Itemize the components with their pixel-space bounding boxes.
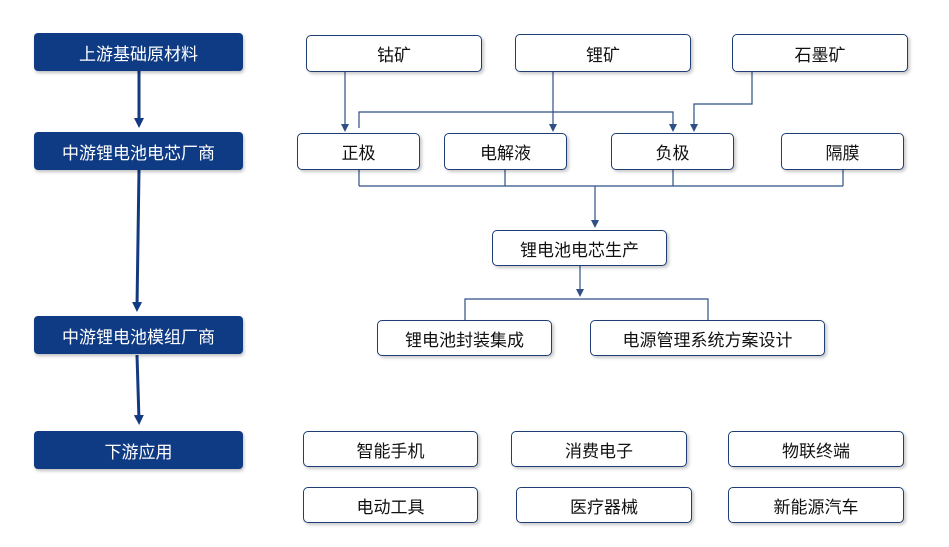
node-separator: 隔膜 [781, 133, 904, 170]
stage-downstream-label: 下游应用 [104, 442, 173, 463]
node-consumer-electronics-label: 消费电子 [565, 441, 633, 462]
node-graphite: 石墨矿 [732, 34, 908, 72]
node-power-tools: 电动工具 [303, 487, 478, 523]
node-lithium: 锂矿 [515, 34, 691, 72]
node-separator-label: 隔膜 [825, 144, 860, 164]
node-consumer-electronics: 消费电子 [511, 431, 687, 467]
module-lines [464, 266, 709, 320]
component-lines [358, 170, 844, 228]
stage-upstream: 上游基础原材料 [34, 33, 243, 71]
node-power-tools-label: 电动工具 [356, 497, 425, 518]
node-cobalt: 钴矿 [306, 35, 482, 72]
node-packaging: 锂电池封装集成 [377, 320, 552, 356]
node-nev-label: 新能源汽车 [773, 497, 859, 518]
node-medical-label: 医疗器械 [570, 497, 638, 518]
node-lithium-label: 锂矿 [586, 45, 620, 66]
stage-arrows [132, 71, 144, 425]
stage-midstream-cell-label: 中游锂电池电芯厂商 [62, 143, 215, 164]
node-iot-terminal-label: 物联终端 [782, 441, 850, 462]
node-bms-label: 电源管理系统方案设计 [622, 330, 793, 351]
material-lines [341, 72, 753, 132]
node-graphite-label: 石墨矿 [794, 45, 846, 66]
node-electrolyte: 电解液 [444, 133, 567, 170]
node-cobalt-label: 钴矿 [377, 46, 411, 66]
node-cell-production: 锂电池电芯生产 [492, 230, 667, 266]
stage-midstream-cell: 中游锂电池电芯厂商 [34, 132, 243, 170]
stage-downstream: 下游应用 [34, 431, 243, 469]
node-iot-terminal: 物联终端 [728, 431, 904, 467]
node-anode-label: 负极 [655, 144, 690, 164]
node-cathode-label: 正极 [341, 144, 376, 164]
node-packaging-label: 锂电池封装集成 [405, 330, 524, 351]
node-smartphone: 智能手机 [303, 431, 478, 467]
stage-upstream-label: 上游基础原材料 [79, 44, 198, 65]
stage-midstream-module-label: 中游锂电池模组厂商 [62, 327, 215, 348]
node-cell-production-label: 锂电池电芯生产 [520, 240, 639, 261]
node-electrolyte-label: 电解液 [480, 144, 531, 164]
node-nev: 新能源汽车 [728, 487, 904, 523]
node-medical: 医疗器械 [516, 487, 692, 523]
node-bms: 电源管理系统方案设计 [590, 320, 825, 356]
stage-midstream-module: 中游锂电池模组厂商 [34, 316, 243, 354]
node-anode: 负极 [611, 133, 734, 170]
node-smartphone-label: 智能手机 [356, 441, 425, 462]
node-cathode: 正极 [297, 133, 420, 170]
